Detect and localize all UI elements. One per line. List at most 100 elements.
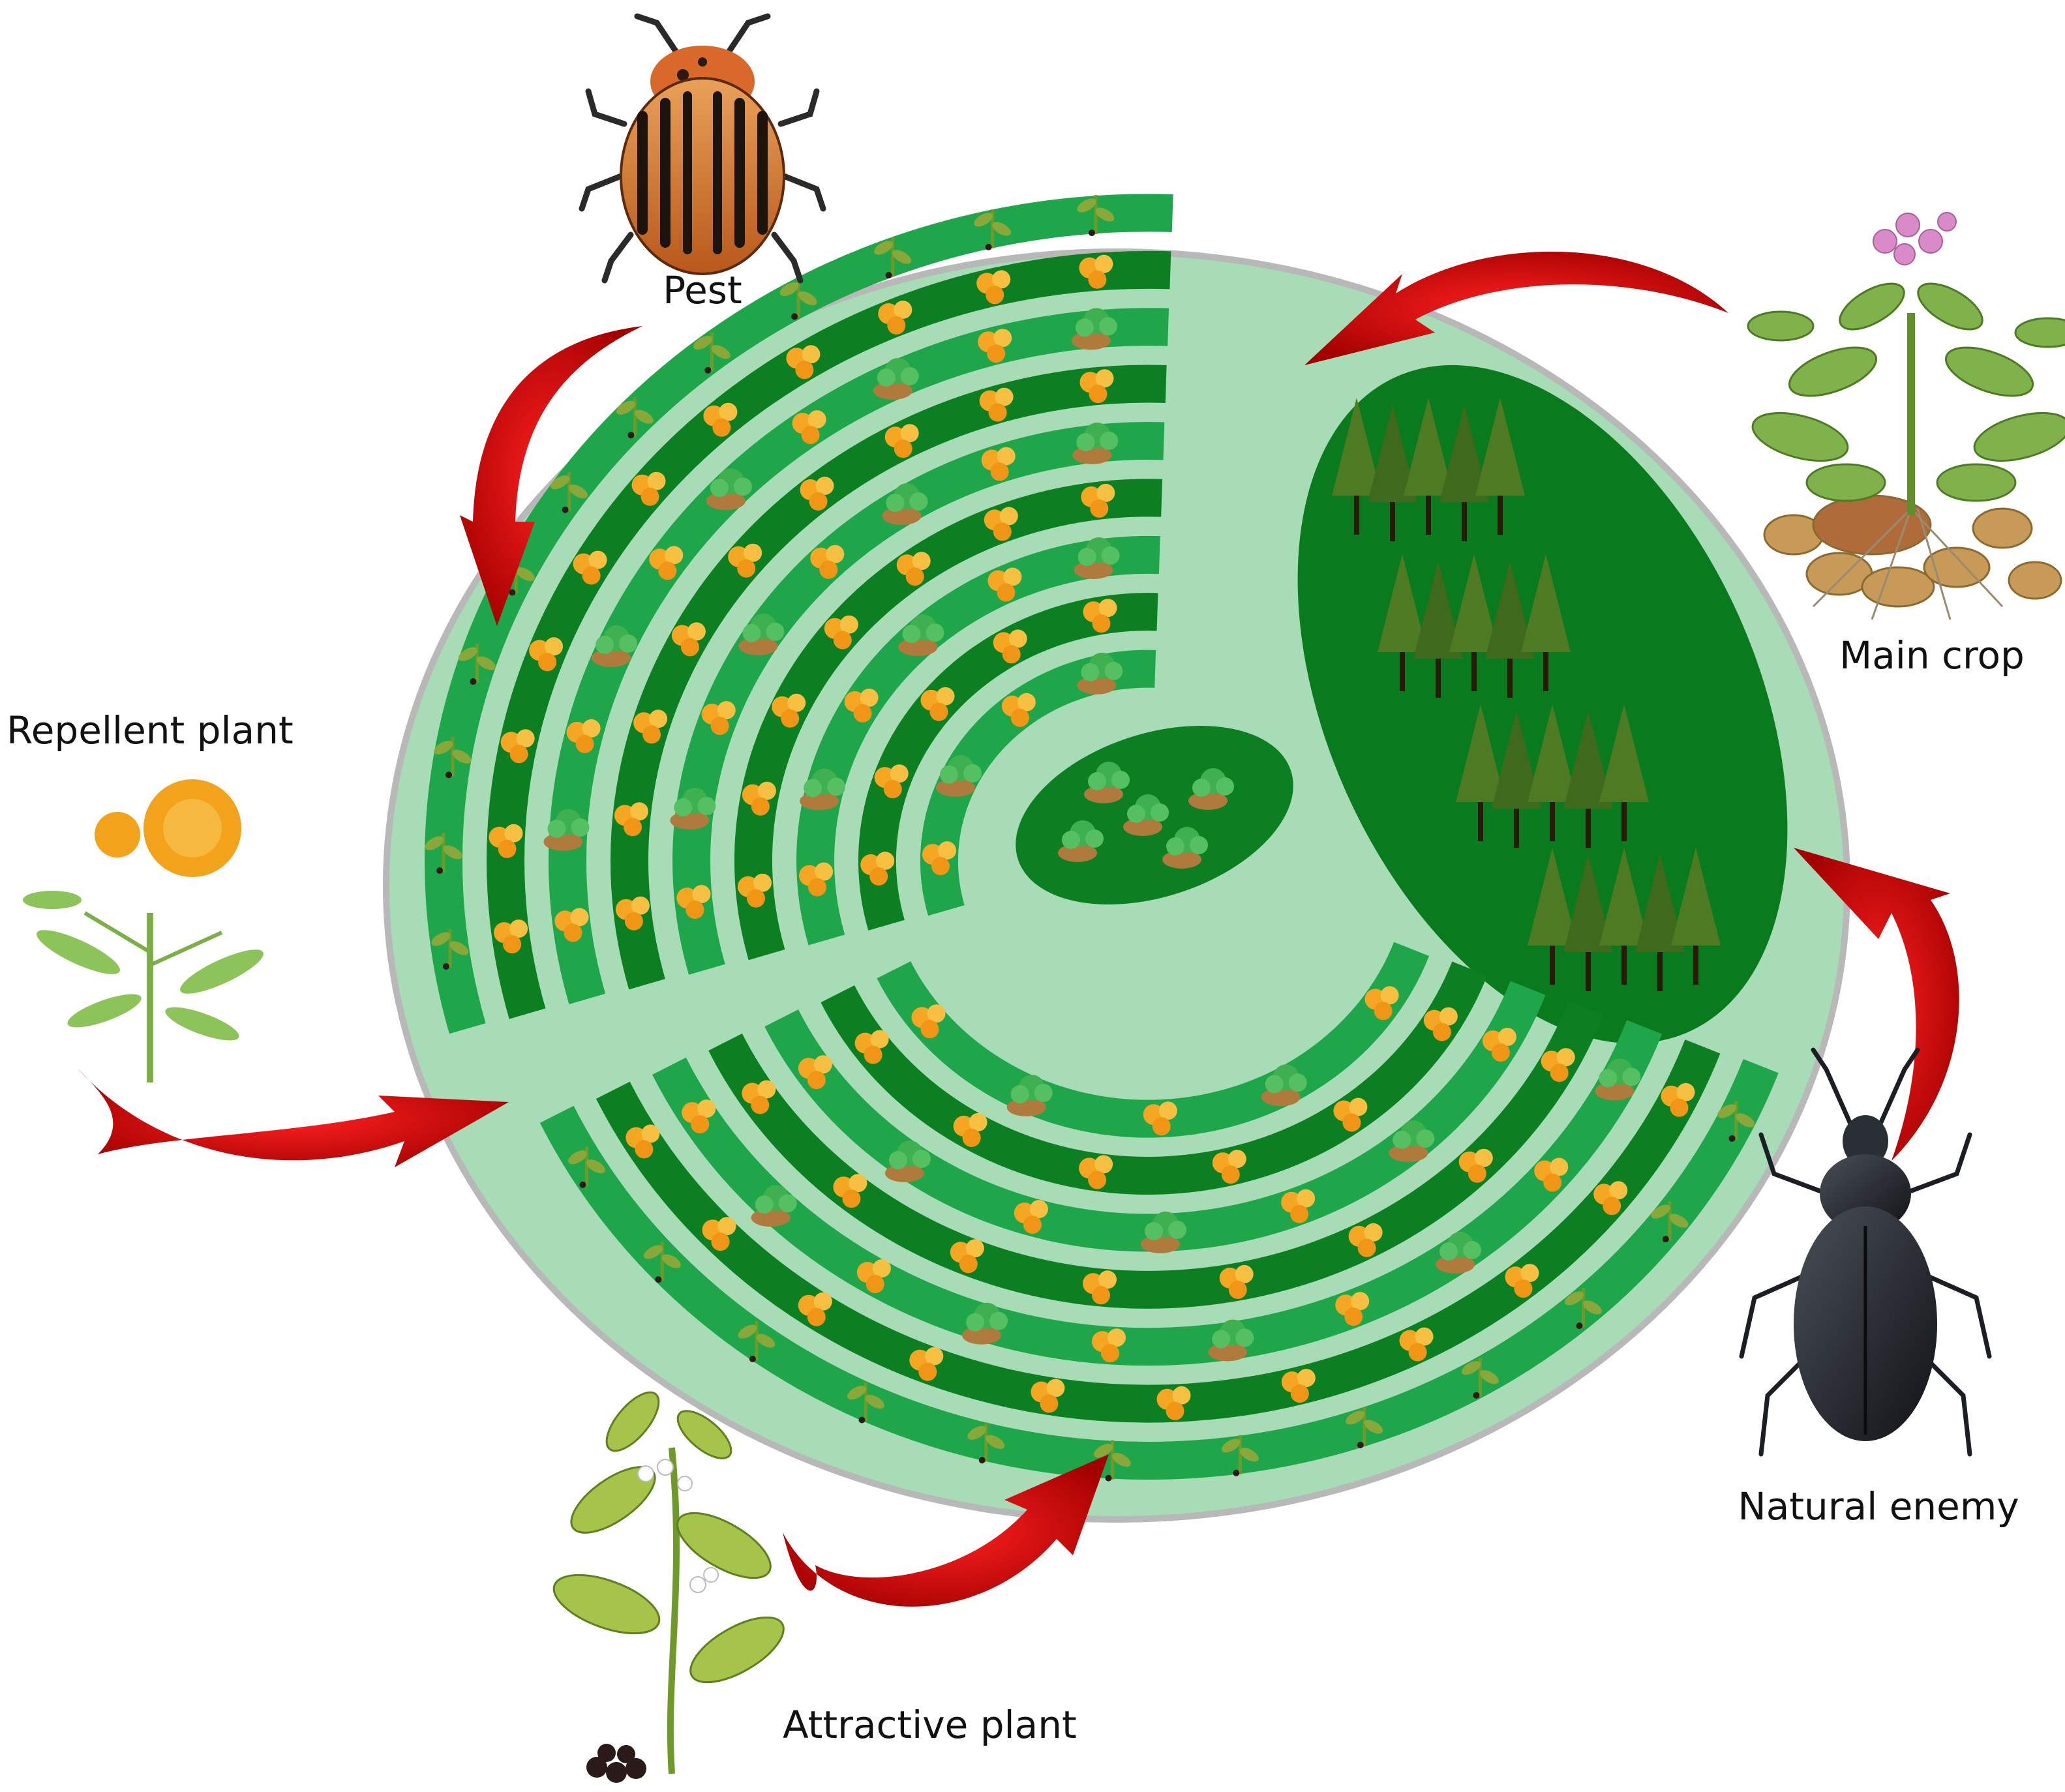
marigold-marker bbox=[1364, 986, 1399, 1021]
marigold-marker bbox=[1482, 1028, 1516, 1062]
pest-label: Pest bbox=[663, 268, 742, 312]
marigold-marker bbox=[701, 701, 736, 736]
potato-marker bbox=[898, 614, 944, 657]
marigold-marker bbox=[856, 1259, 891, 1294]
marigold-marker bbox=[1143, 1101, 1177, 1136]
nightshade-icon bbox=[552, 1391, 785, 1783]
marigold-marker bbox=[984, 507, 1018, 541]
tree-rows bbox=[1332, 398, 1721, 991]
potato-marker bbox=[1058, 820, 1104, 862]
marigold-marker bbox=[529, 637, 564, 672]
nightshade-marker bbox=[1717, 1100, 1755, 1142]
tree-icon bbox=[1449, 554, 1499, 691]
marigold-marker bbox=[950, 1239, 984, 1274]
marigold-marker bbox=[494, 919, 528, 954]
potato-marker bbox=[1436, 1232, 1481, 1274]
marigold-icon bbox=[23, 779, 264, 1083]
plant-markers bbox=[425, 195, 1755, 1482]
marigold-marker bbox=[1458, 1148, 1493, 1183]
tree-icon bbox=[1563, 711, 1613, 848]
tree-icon bbox=[1485, 561, 1535, 698]
tree-icon bbox=[1332, 398, 1381, 535]
potato-marker bbox=[1006, 1075, 1053, 1116]
marigold-marker bbox=[909, 1347, 944, 1381]
nightshade-marker bbox=[568, 1146, 605, 1188]
nightshade-marker bbox=[550, 471, 588, 513]
marigold-marker bbox=[1079, 369, 1114, 404]
marigold-marker bbox=[1661, 1083, 1695, 1117]
nightshade-marker bbox=[1346, 1407, 1383, 1448]
marigold-marker bbox=[854, 1030, 889, 1064]
arrow-natural-enemy-to-field bbox=[1794, 848, 1959, 1161]
tree-icon bbox=[1413, 561, 1463, 698]
marigold-marker bbox=[500, 729, 535, 764]
repellent-plant-label: Repellent plant bbox=[7, 708, 294, 753]
nightshade-marker bbox=[738, 1321, 776, 1362]
potato-marker bbox=[1123, 794, 1169, 836]
marigold-marker bbox=[1281, 1369, 1316, 1403]
marigold-marker bbox=[489, 824, 523, 858]
marigold-marker bbox=[786, 345, 821, 380]
potato-marker bbox=[670, 788, 716, 830]
marigold-marker bbox=[738, 873, 772, 908]
marigold-marker bbox=[1083, 1270, 1117, 1305]
nightshade-marker bbox=[1461, 1357, 1499, 1399]
marigold-marker bbox=[1079, 1155, 1113, 1189]
potato-marker bbox=[800, 768, 846, 811]
nightshade-marker bbox=[643, 1242, 681, 1283]
marigold-marker bbox=[1212, 1150, 1246, 1184]
tree-icon bbox=[1521, 554, 1571, 691]
marigold-marker bbox=[987, 567, 1022, 602]
tree-icon bbox=[1528, 848, 1577, 985]
nightshade-marker bbox=[434, 737, 472, 779]
main-crop-label: Main crop bbox=[1839, 633, 2025, 678]
nightshade-marker bbox=[779, 278, 817, 320]
marigold-marker bbox=[1156, 1386, 1191, 1420]
natural-enemy-label: Natural enemy bbox=[1738, 1484, 2019, 1529]
attractive-plant-label: Attractive plant bbox=[783, 1703, 1077, 1747]
tree-icon bbox=[1671, 848, 1721, 985]
marigold-marker bbox=[671, 622, 706, 657]
marigold-marker bbox=[772, 693, 806, 728]
arrow-pest-to-field bbox=[460, 326, 642, 626]
potato-marker bbox=[592, 625, 638, 667]
tree-icon bbox=[1528, 704, 1577, 841]
nightshade-marker bbox=[1221, 1435, 1259, 1476]
crop-strip bbox=[796, 535, 1160, 946]
marigold-marker bbox=[860, 852, 895, 886]
crop-strip bbox=[708, 1000, 1604, 1309]
marigold-marker bbox=[626, 1124, 660, 1159]
marigold-marker bbox=[833, 1174, 867, 1208]
marigold-marker bbox=[633, 709, 668, 744]
marigold-marker bbox=[920, 687, 955, 721]
marigold-marker bbox=[1031, 1379, 1065, 1413]
marigold-marker bbox=[742, 1080, 776, 1114]
marigold-marker bbox=[676, 885, 711, 919]
nightshade-marker bbox=[967, 1422, 1005, 1464]
tree-icon bbox=[1492, 711, 1541, 848]
potato-marker bbox=[1141, 1211, 1186, 1253]
tree-icon bbox=[1404, 398, 1453, 535]
marigold-marker bbox=[922, 841, 956, 876]
crop-strip bbox=[539, 1058, 1779, 1480]
potato-plant-icon bbox=[1747, 212, 2065, 620]
nightshade-marker bbox=[431, 929, 469, 970]
marigold-marker bbox=[978, 329, 1012, 363]
marigold-marker bbox=[981, 447, 1016, 481]
potato-marker bbox=[1595, 1058, 1641, 1101]
tree-icon bbox=[1456, 704, 1505, 841]
tree-icon bbox=[1563, 854, 1613, 991]
potato-marker bbox=[1208, 1319, 1254, 1362]
marigold-marker bbox=[800, 477, 834, 511]
potato-marker bbox=[936, 754, 982, 797]
colorado-potato-beetle-icon bbox=[579, 13, 826, 284]
potato-marker bbox=[706, 468, 752, 511]
marigold-marker bbox=[702, 1217, 736, 1251]
nightshade-marker bbox=[693, 332, 731, 374]
potato-marker bbox=[1072, 423, 1119, 464]
marigold-marker bbox=[1001, 693, 1036, 727]
marigold-marker bbox=[844, 688, 879, 723]
potato-marker bbox=[1389, 1120, 1435, 1162]
marigold-marker bbox=[979, 387, 1014, 422]
marigold-marker bbox=[1505, 1264, 1539, 1298]
